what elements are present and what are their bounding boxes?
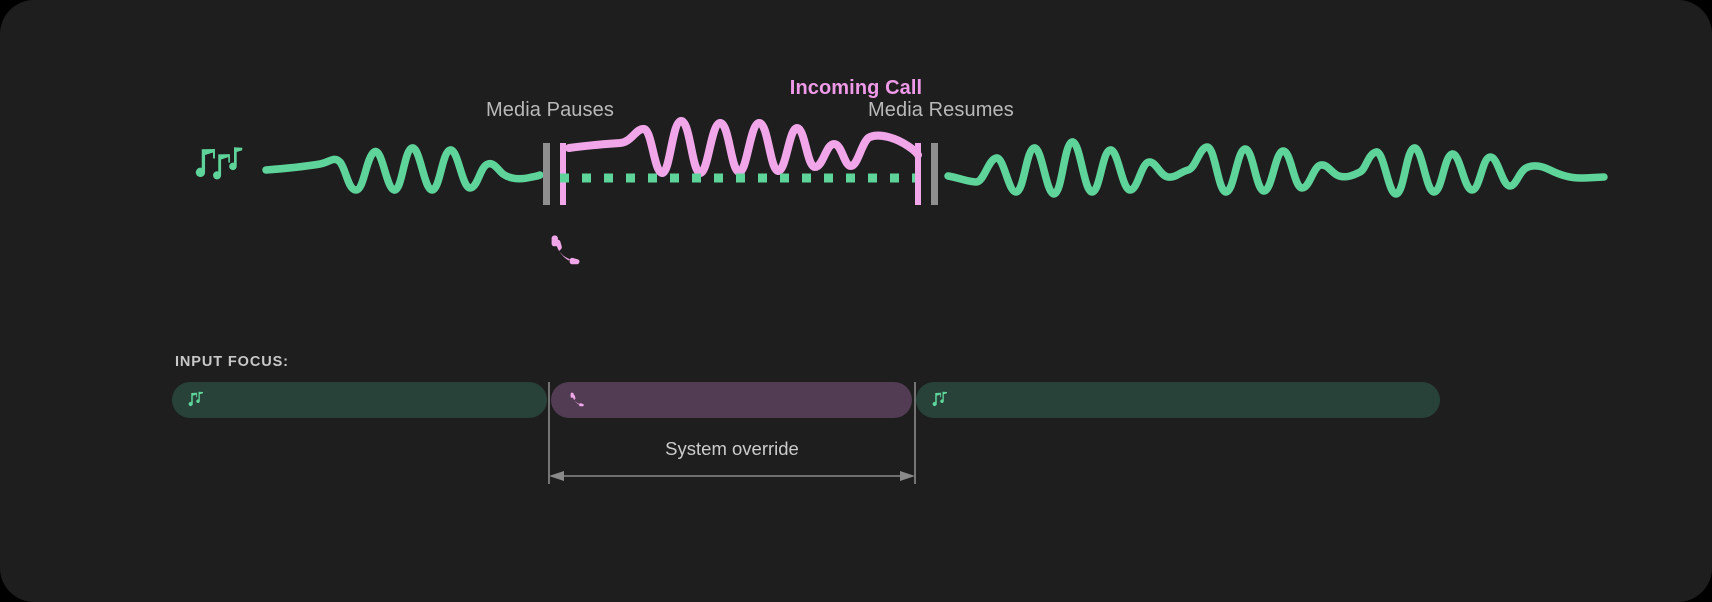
media-wave-after [944, 138, 1608, 198]
system-override-label: System override [665, 438, 799, 459]
system-override-measure [548, 382, 916, 484]
input-focus-title: INPUT FOCUS: [175, 354, 289, 370]
override-arrow-head-left [549, 471, 564, 481]
label-incoming-call: Incoming Call [789, 77, 923, 99]
music-notes-icon [932, 391, 949, 410]
waveform-graphic [195, 117, 1608, 205]
input-focus-section: INPUT FOCUS: [0, 330, 1712, 602]
music-notes-icon [188, 391, 205, 410]
resume-marker-pink [915, 143, 921, 205]
label-media-resumes: Media Resumes [868, 99, 1014, 121]
focus-bar-call[interactable] [551, 382, 912, 418]
label-media-pauses: Media Pauses [486, 99, 614, 121]
music-notes-icon [195, 147, 243, 180]
media-wave-before [262, 144, 544, 194]
pause-marker-gray [543, 143, 550, 205]
call-wave [565, 117, 922, 178]
phone-icon [551, 235, 580, 265]
focus-bar-media-after[interactable] [916, 382, 1440, 418]
phone-icon [567, 391, 585, 409]
override-arrow-head-right [900, 471, 915, 481]
audio-focus-timeline: Incoming Call Media Pauses Media Resumes [195, 77, 1608, 265]
resume-marker-gray [931, 143, 938, 205]
focus-bar-media-before[interactable] [172, 382, 547, 418]
